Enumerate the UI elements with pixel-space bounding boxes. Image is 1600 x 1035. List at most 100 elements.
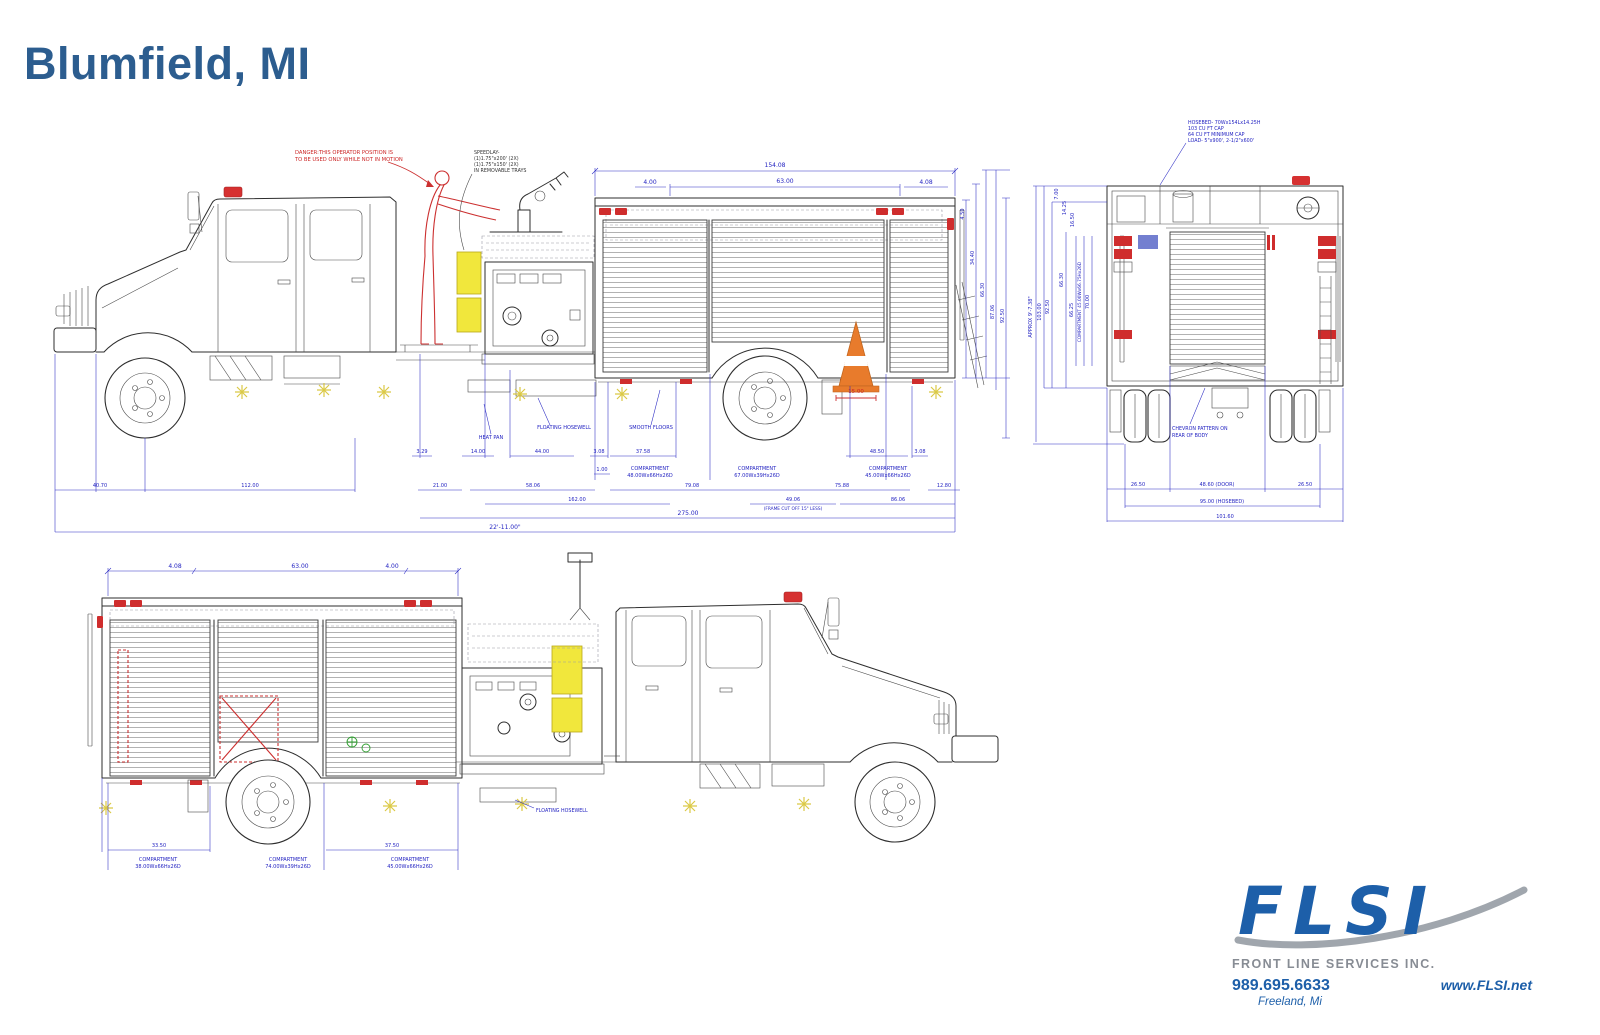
front-wheel	[854, 761, 936, 843]
dim-label: 7.00	[1054, 188, 1060, 199]
scene-light-glow	[99, 797, 811, 815]
chevron-pattern	[1169, 361, 1266, 381]
dim-label: 15.00	[848, 389, 864, 395]
compartment-label: COMPARTMENT	[269, 857, 308, 863]
tail-light	[1114, 236, 1132, 246]
speedlay-tray-lower	[456, 297, 482, 333]
speedlay-tray-lower	[551, 697, 583, 733]
compartment-label: COMPARTMENT	[391, 857, 430, 863]
dim-label: 112.00	[241, 483, 259, 489]
handrail-light	[1267, 235, 1270, 250]
floating-hosewell-label: FLOATING HOSEWELL	[536, 808, 588, 814]
dim-label: 87.06	[990, 305, 996, 319]
speedlay-tray-upper	[456, 251, 482, 295]
dim-label: 3.29	[416, 449, 427, 455]
rear-access-ladder	[955, 281, 988, 389]
page-title: Blumfield, MI	[24, 38, 311, 89]
dim-label: 4.00	[385, 563, 399, 570]
pump-panel	[459, 667, 605, 775]
heat-pan-label: HEAT PAN	[479, 435, 504, 441]
dim-label: 101.60	[1216, 514, 1234, 520]
dim-label: 103.00	[1037, 303, 1043, 321]
speedlay-note-line-2: (1)1.75"x200' (2X)	[474, 156, 519, 162]
speedlay-note-line-1: SPEEDLAY-	[474, 150, 500, 156]
dim-label: 22'-11.00"	[489, 524, 521, 531]
logo-city: Freeland, Mi	[1258, 996, 1322, 1008]
backup-light	[1113, 261, 1133, 273]
rear-wheel	[225, 759, 311, 845]
logo-graphic: FLSI	[1234, 873, 1528, 950]
dim-label: 58.06	[526, 483, 540, 489]
reflector	[912, 379, 924, 384]
backup-light	[1317, 261, 1337, 273]
bottom-dimensions: 33.50 37.50 COMPARTMENT 38.00Wx66Hx26D C…	[101, 778, 459, 870]
compartment-size: 48.00Wx66Hx26D	[627, 473, 673, 479]
deck-gun	[489, 171, 569, 233]
floating-hosewell-tray	[515, 379, 597, 397]
cab	[604, 591, 999, 789]
roll-up-door-front	[325, 619, 457, 777]
crosslay-bed	[481, 235, 595, 259]
compartment-label: COMPARTMENT	[631, 466, 670, 472]
shelf-detail	[221, 697, 277, 761]
d im-label: 48.50	[870, 449, 884, 455]
dim-label: 63.00	[291, 563, 308, 570]
marker-light	[404, 600, 416, 607]
speedlay-note-line-4: IN REMOVABLE TRAYS	[474, 168, 526, 174]
marker-light	[876, 208, 888, 215]
reflector	[130, 780, 142, 785]
compartment-size: 45.00Wx66Hx26D	[865, 473, 911, 479]
dim-label: 49.06	[786, 497, 800, 503]
height-dimensions: 4.50 34.40 66.30 87.06 92.50	[960, 169, 1010, 439]
dim-label: 3.08	[914, 449, 925, 455]
light-mast	[567, 552, 593, 621]
equipment-symbol	[361, 743, 371, 753]
danger-note: DANGER:THIS OPERATOR POSITION IS TO BE U…	[294, 150, 434, 187]
dim-label: 12.80	[937, 483, 951, 489]
lower-light	[1318, 330, 1336, 339]
blue-placard	[1138, 235, 1158, 249]
logo-contact-row: 989.695.6633 www.FLSI.net	[1232, 977, 1532, 995]
dim-label: 44.00	[535, 449, 549, 455]
rear-view-drawing: HOSEBED- 70Wx154Lx14.25H 103 CU FT CAP 6…	[1028, 120, 1344, 522]
floating-hosewell-tray	[479, 787, 557, 803]
tail-light	[947, 218, 954, 230]
shelf-outline	[219, 695, 279, 763]
side-mirror	[187, 191, 203, 234]
mud-flap	[187, 779, 209, 813]
hosebed-note: HOSEBED- 70Wx154Lx14.25H 103 CU FT CAP 6…	[1159, 120, 1261, 186]
dim-label: 1.00	[596, 467, 607, 473]
dim-label: APPROX 9'-7.38"	[1028, 296, 1034, 337]
roll-up-door-rear	[109, 619, 211, 777]
dim-label: 66.25	[1069, 303, 1075, 317]
dim-label: 34.40	[970, 251, 976, 265]
compartment-label: COMPARTMENT 45.00Wx66.75Hx26D	[1077, 261, 1083, 342]
speedlay-note-line-3: (1)1.75"x150' (2X)	[474, 162, 519, 168]
beacon-light	[783, 591, 803, 603]
logo-swoosh-icon	[1234, 886, 1528, 949]
front-wheel	[104, 357, 186, 439]
dim-label: 86.06	[891, 497, 905, 503]
logo-tagline: FRONT LINE SERVICES INC.	[1232, 957, 1436, 971]
beacon-light	[1292, 176, 1310, 185]
dim-label: 4.08	[168, 563, 182, 570]
compartment-label: COMPARTMENT	[139, 857, 178, 863]
compartment-label: COMPARTMENT	[738, 466, 777, 472]
dim-label: 4.08	[919, 179, 933, 186]
website-text: www.FLSI.net	[1440, 977, 1532, 993]
callout-labels: FLOATING HOSEWELL	[514, 799, 588, 814]
hosebed-note-line-3: 64 CU FT MINIMUM CAP	[1188, 132, 1245, 138]
operator-figure	[420, 170, 501, 345]
dim-label: 66.30	[1059, 273, 1065, 287]
marker-light	[599, 208, 611, 215]
tail-light	[97, 616, 103, 628]
compartment-size: 45.00Wx66Hx26D	[387, 864, 433, 870]
compartment-size: 67.00Wx39Hx26D	[734, 473, 780, 479]
phone-number: 989.695.6633	[1232, 977, 1330, 994]
danger-note-line-2: TO BE USED ONLY WHILE NOT IN MOTION	[294, 157, 403, 163]
rescue-body	[87, 597, 463, 813]
dim-label: 92.50	[1000, 309, 1006, 323]
marker-light	[130, 600, 142, 607]
rear-height-dimensions: APPROX 9'-7.38" 103.00 92.50 66.30 66.25…	[1028, 185, 1124, 445]
hosebed-note-line-2: 103 CU FT CAP	[1188, 126, 1224, 132]
